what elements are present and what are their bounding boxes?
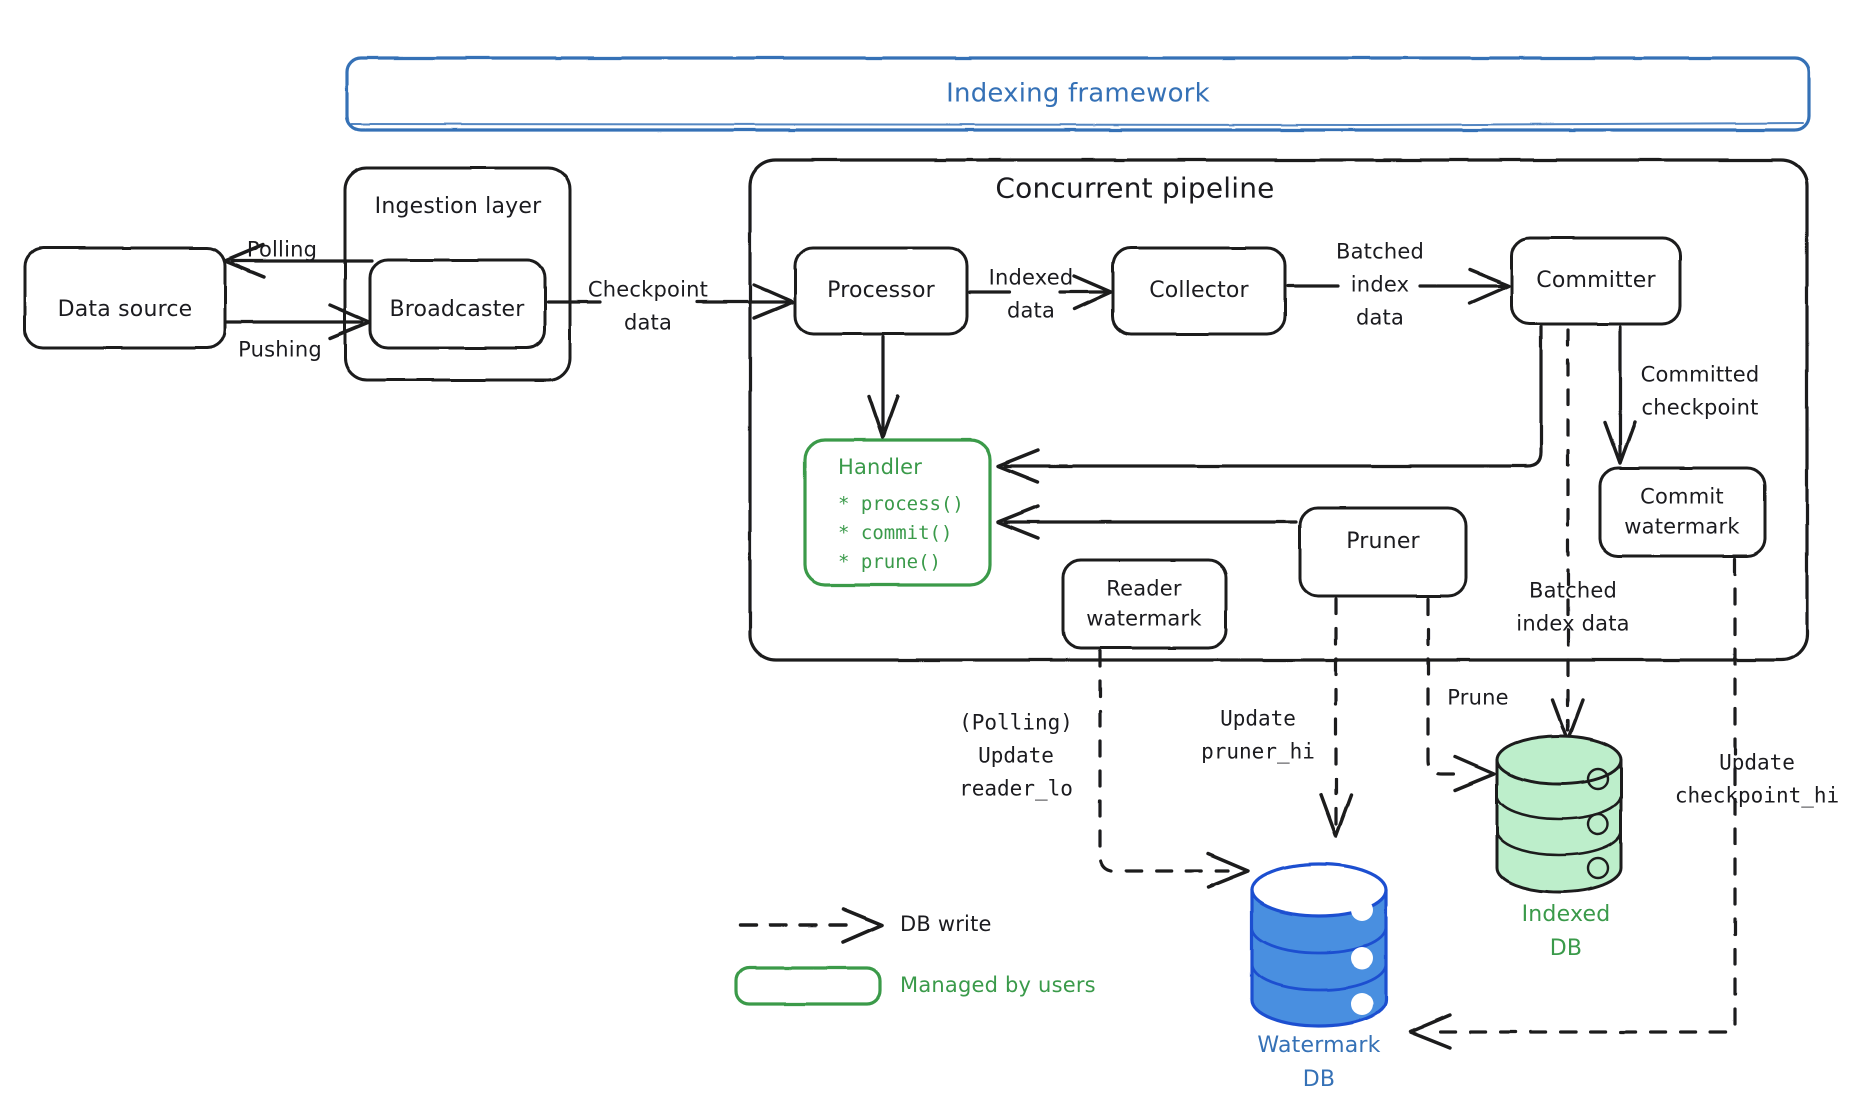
edge-committer-to-handler bbox=[996, 325, 1543, 484]
edge-pushing bbox=[224, 303, 371, 340]
handler-box-outline bbox=[803, 438, 992, 587]
ingestion-container-outline bbox=[343, 166, 572, 382]
edge-label-batched-index-data-line1: Batched bbox=[1335, 239, 1425, 264]
collector-box-outline bbox=[1111, 246, 1287, 336]
indexed-db-label-line2: DB bbox=[1549, 936, 1583, 962]
edge-label-reader-lo-line3: reader_lo bbox=[959, 776, 1073, 801]
commit-watermark-label-line1[interactable]: Commit bbox=[1640, 484, 1724, 509]
committer-label[interactable]: Committer bbox=[1536, 268, 1656, 294]
edge-label-prune: Prune bbox=[1447, 685, 1509, 710]
edge-indexed-data bbox=[968, 274, 1113, 311]
reader-watermark-label-line2[interactable]: watermark bbox=[1086, 606, 1202, 631]
edge-pruner-to-handler bbox=[996, 504, 1298, 540]
edge-label-batched-index-data-line3: data bbox=[1355, 305, 1405, 330]
handler-method-process: * process() bbox=[838, 493, 964, 515]
edge-batched-index-data-to-db bbox=[1551, 328, 1585, 742]
watermark-db-label-line1: Watermark bbox=[1257, 1033, 1381, 1059]
legend-managed-by-users-sample bbox=[734, 966, 882, 1006]
edge-update-pruner-hi bbox=[1319, 597, 1353, 838]
ingestion-layer-title: Ingestion layer bbox=[374, 194, 542, 220]
edge-label-reader-lo-line2: Update bbox=[978, 743, 1054, 768]
watermark-db-icon bbox=[1250, 862, 1388, 1028]
edge-processor-to-handler bbox=[867, 335, 900, 439]
edge-label-pruner-hi-line2: pruner_hi bbox=[1201, 739, 1315, 764]
edge-label-batched-index-data-db-line2: index data bbox=[1516, 611, 1630, 636]
edge-label-reader-lo-line1: (Polling) bbox=[959, 710, 1073, 735]
edge-label-committed-checkpoint-line2: checkpoint bbox=[1641, 395, 1759, 420]
edge-label-indexed-data-line1: Indexed bbox=[988, 265, 1074, 290]
edge-label-checkpoint-hi-line2: checkpoint_hi bbox=[1674, 783, 1840, 808]
committer-box-outline bbox=[1510, 236, 1682, 326]
framework-title: Indexing framework bbox=[946, 78, 1210, 109]
pipeline-title: Concurrent pipeline bbox=[995, 171, 1275, 205]
pipeline-container-outline bbox=[748, 158, 1809, 662]
pruner-box-outline bbox=[1298, 506, 1468, 598]
edge-label-batched-index-data-db-line1: Batched bbox=[1528, 578, 1618, 603]
edge-label-checkpoint-data-line1: Checkpoint bbox=[587, 277, 709, 302]
processor-label[interactable]: Processor bbox=[827, 278, 935, 304]
reader-watermark-label-line1[interactable]: Reader bbox=[1106, 576, 1182, 601]
indexed-db-icon bbox=[1495, 734, 1623, 894]
data-source-box-outline bbox=[23, 246, 227, 350]
edge-label-indexed-data-line2: data bbox=[1006, 298, 1056, 323]
edge-committed-checkpoint bbox=[1603, 325, 1637, 465]
edge-prune bbox=[1426, 597, 1496, 792]
broadcaster-box-outline bbox=[368, 258, 547, 350]
edge-label-pushing: Pushing bbox=[238, 337, 322, 362]
broadcaster-label[interactable]: Broadcaster bbox=[389, 297, 525, 323]
commit-watermark-label-line2[interactable]: watermark bbox=[1624, 514, 1740, 539]
handler-method-prune: * prune() bbox=[838, 551, 941, 573]
edge-label-checkpoint-data-line2: data bbox=[623, 310, 673, 335]
edge-label-polling: Polling bbox=[246, 237, 318, 262]
pruner-label[interactable]: Pruner bbox=[1346, 529, 1420, 555]
commit-watermark-box-outline bbox=[1598, 466, 1767, 558]
legend-db-write-label: DB write bbox=[900, 912, 992, 936]
edge-label-batched-index-data-line2: index bbox=[1350, 272, 1410, 297]
edge-label-pruner-hi-line1: Update bbox=[1220, 706, 1296, 731]
reader-watermark-box-outline bbox=[1061, 558, 1228, 650]
edge-label-committed-checkpoint-line1: Committed bbox=[1640, 362, 1760, 387]
edge-label-checkpoint-hi-line1: Update bbox=[1719, 750, 1795, 775]
handler-method-commit: * commit() bbox=[838, 522, 953, 544]
edge-update-reader-lo bbox=[1098, 649, 1250, 889]
watermark-db-label-line2: DB bbox=[1302, 1067, 1336, 1093]
handler-title: Handler bbox=[838, 455, 923, 479]
edge-checkpoint-data bbox=[546, 283, 795, 320]
data-source-label[interactable]: Data source bbox=[57, 297, 193, 323]
edge-update-checkpoint-hi bbox=[1408, 557, 1737, 1050]
edge-polling bbox=[223, 243, 374, 279]
indexed-db-label-line1: Indexed bbox=[1521, 902, 1611, 928]
edge-batched-index-data bbox=[1286, 268, 1511, 305]
collector-label[interactable]: Collector bbox=[1149, 278, 1249, 304]
legend-managed-by-users-label: Managed by users bbox=[900, 973, 1096, 997]
legend-db-write-sample bbox=[738, 907, 884, 944]
processor-box-outline bbox=[793, 246, 969, 336]
